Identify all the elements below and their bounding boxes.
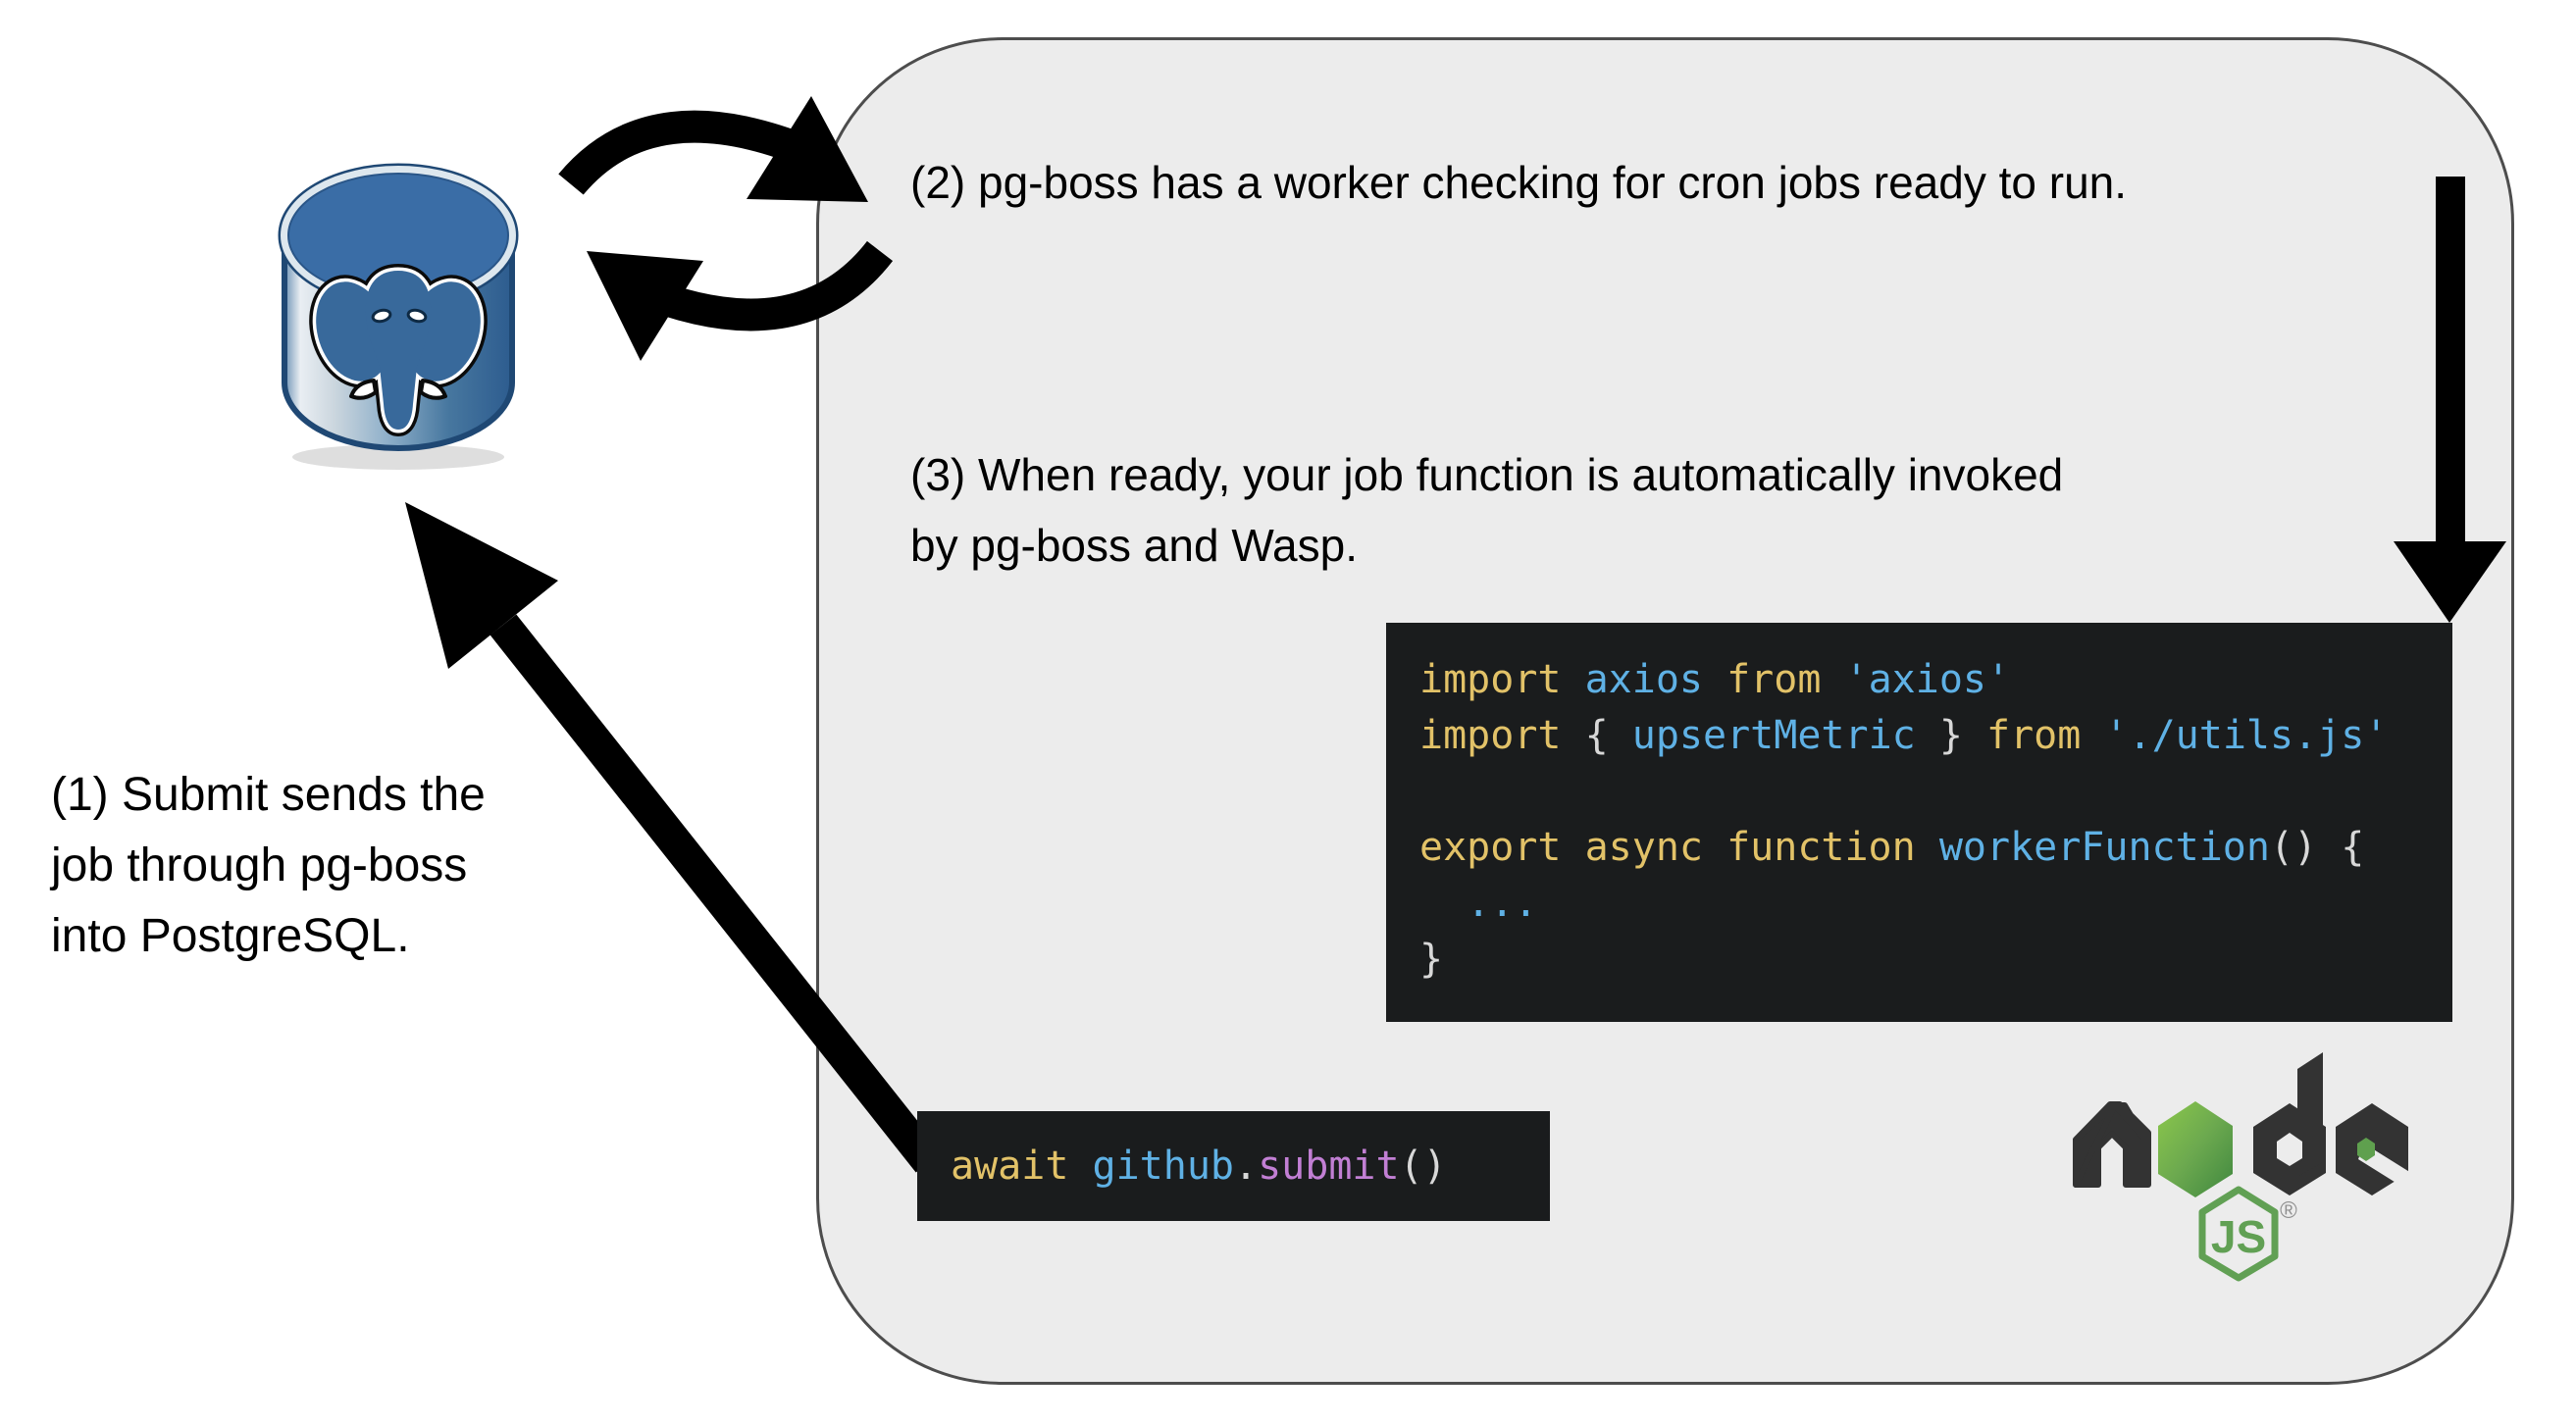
postgresql-icon xyxy=(278,163,519,470)
letter-e xyxy=(2336,1103,2411,1195)
elephant-tusks xyxy=(349,379,447,400)
node-wordmark xyxy=(2073,1052,2411,1197)
code-line: ... xyxy=(1419,881,1538,926)
code-line: await github.submit() xyxy=(951,1144,1447,1189)
letter-o-hexagon xyxy=(2158,1101,2233,1197)
code-line: export async function workerFunction() { xyxy=(1419,825,2365,870)
step3-label: (3) When ready, your job function is aut… xyxy=(910,449,2064,571)
js-badge-text: JS xyxy=(2211,1211,2266,1262)
step2-label: (2) pg-boss has a worker checking for cr… xyxy=(910,157,2128,208)
step1-label: (1) Submit sends the job through pg-boss… xyxy=(51,769,486,962)
registered-trademark-icon: ® xyxy=(2280,1197,2297,1224)
submit-to-postgres-arrow xyxy=(405,502,943,1173)
postgres-shadow xyxy=(292,444,504,470)
elephant-eyes xyxy=(371,308,428,324)
letter-n xyxy=(2073,1101,2151,1188)
postgres-elephant xyxy=(309,264,488,436)
letter-d xyxy=(2253,1052,2326,1195)
sync-cycle-icon xyxy=(558,96,893,361)
code-line xyxy=(1419,764,2452,820)
worker-function-code-block: import axios from 'axios' import { upsert… xyxy=(1386,623,2452,1022)
code-line: import { upsertMetric } from './utils.js… xyxy=(1419,713,2389,758)
submit-call-code-block: await github.submit() xyxy=(917,1111,1550,1221)
code-line: import axios from 'axios' xyxy=(1419,657,2011,702)
down-arrow xyxy=(2394,177,2506,623)
js-badge: JS ® xyxy=(2198,1186,2297,1282)
nodejs-logo: JS ® xyxy=(2073,1052,2411,1282)
code-line: } xyxy=(1419,937,1444,982)
